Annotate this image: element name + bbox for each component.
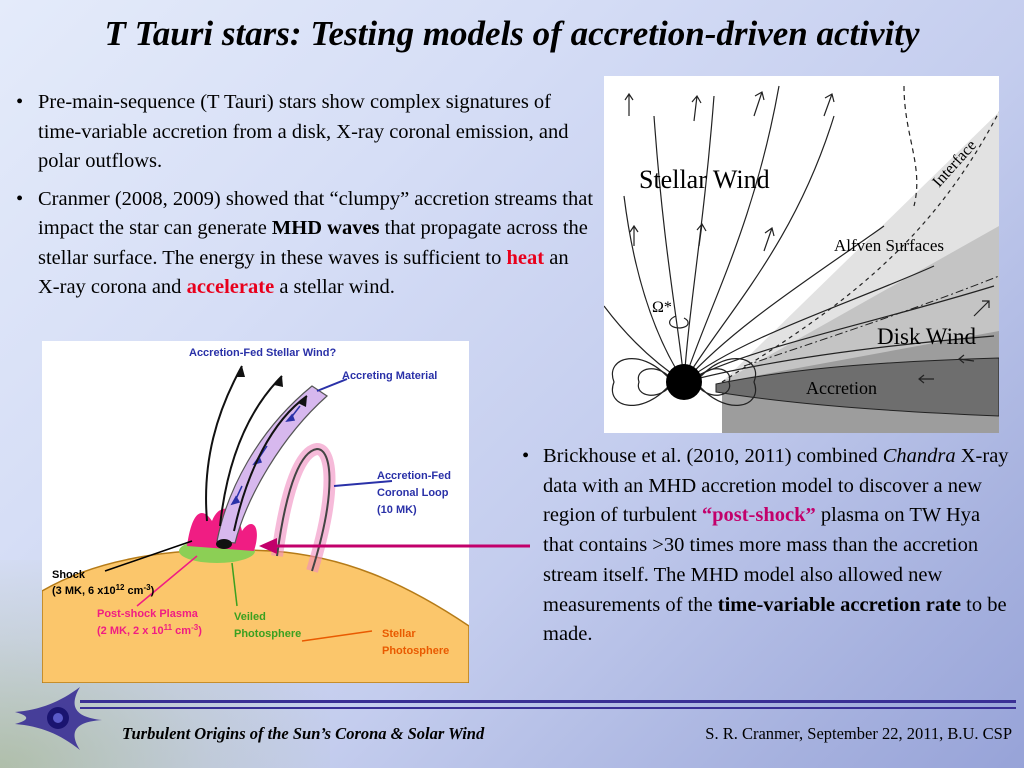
bullet-list-top: Pre-main-sequence (T Tauri) stars show c… [14,88,594,311]
footer-talk-title: Turbulent Origins of the Sun’s Corona & … [122,724,485,743]
bullet-3: Brickhouse et al. (2010, 2011) combined … [522,442,1012,650]
veiled-photosphere-label-1: Veiled [234,611,266,623]
bullet-3-text-c: plasma on TW Hya that contains >30 times… [543,504,981,616]
bullet-2-text-b: that propagate across the stellar surfac… [38,217,588,269]
bullet-2-text-a: Cranmer (2008, 2009) showed that “clumpy… [38,187,594,240]
omega-star-label: Ω* [652,299,672,316]
accreting-material-label: Accreting Material [342,370,437,382]
bullet-2: Cranmer (2008, 2009) showed that “clumpy… [14,185,594,303]
veiled-photosphere-label-2: Photosphere [234,628,301,640]
post-shock-label-1: Post-shock Plasma [97,608,199,620]
chandra-emphasis: Chandra [882,445,956,467]
bullet-3-text-b: X-ray data with an MHD accretion model t… [543,445,1009,527]
bullet-3-text-a: Brickhouse et al. (2010, 2011) combined [543,445,883,467]
accelerate-emphasis: accelerate [186,276,275,298]
bullet-3-text-d: to be made. [543,593,1007,646]
heat-emphasis: heat [506,246,545,269]
bullet-list-bottom: Brickhouse et al. (2010, 2011) combined … [522,442,1012,650]
logo-icon [15,687,102,750]
coronal-loop-label-2: Coronal Loop [377,487,449,499]
footer-rule-top [80,700,1016,703]
bullet-1: Pre-main-sequence (T Tauri) stars show c… [14,88,594,177]
disk-wind-label: Disk Wind [877,324,976,349]
bullet-2-text-c: an X-ray corona and [38,246,569,299]
accretion-loop-diagram: Accretion-Fed Stellar Wind? Accreting Ma… [42,341,469,683]
bullet-1-text: Pre-main-sequence (T Tauri) stars show c… [38,91,569,172]
post-shock-pointer-arrow [259,538,530,554]
shock-label-2: (3 MK, 6 x1012 cm-3) [52,583,155,597]
stellar-photosphere-label-1: Stellar [382,628,416,640]
post-shock-label-2: (2 MK, 2 x 1011 cm-3) [97,623,202,637]
alfven-surfaces-label: Alfven Surfaces [834,236,944,255]
stellar-wind-label: Stellar Wind [639,165,770,194]
coronal-loop-label-1: Accretion-Fed [377,470,451,482]
footer-rule-bottom [80,707,1016,709]
bullet-2-text-d: a stellar wind. [274,276,395,298]
post-shock-emphasis: “post-shock” [701,504,816,527]
loop-fig-title: Accretion-Fed Stellar Wind? [189,347,336,359]
mhd-waves-emphasis: MHD waves [271,217,380,239]
accretion-label: Accretion [806,378,877,398]
accretion-rate-emphasis: time-variable accretion rate [717,593,962,616]
shock-label-1: Shock [52,569,86,581]
stellar-wind-diagram: Stellar Wind Interface Alfven Surfaces Ω… [604,76,999,433]
footer-author-date: S. R. Cranmer, September 22, 2011, B.U. … [705,724,1012,743]
stellar-photosphere-label-2: Photosphere [382,645,449,657]
coronal-loop-label-3: (10 MK) [377,504,417,516]
slide-title: T Tauri stars: Testing models of accreti… [104,14,920,53]
